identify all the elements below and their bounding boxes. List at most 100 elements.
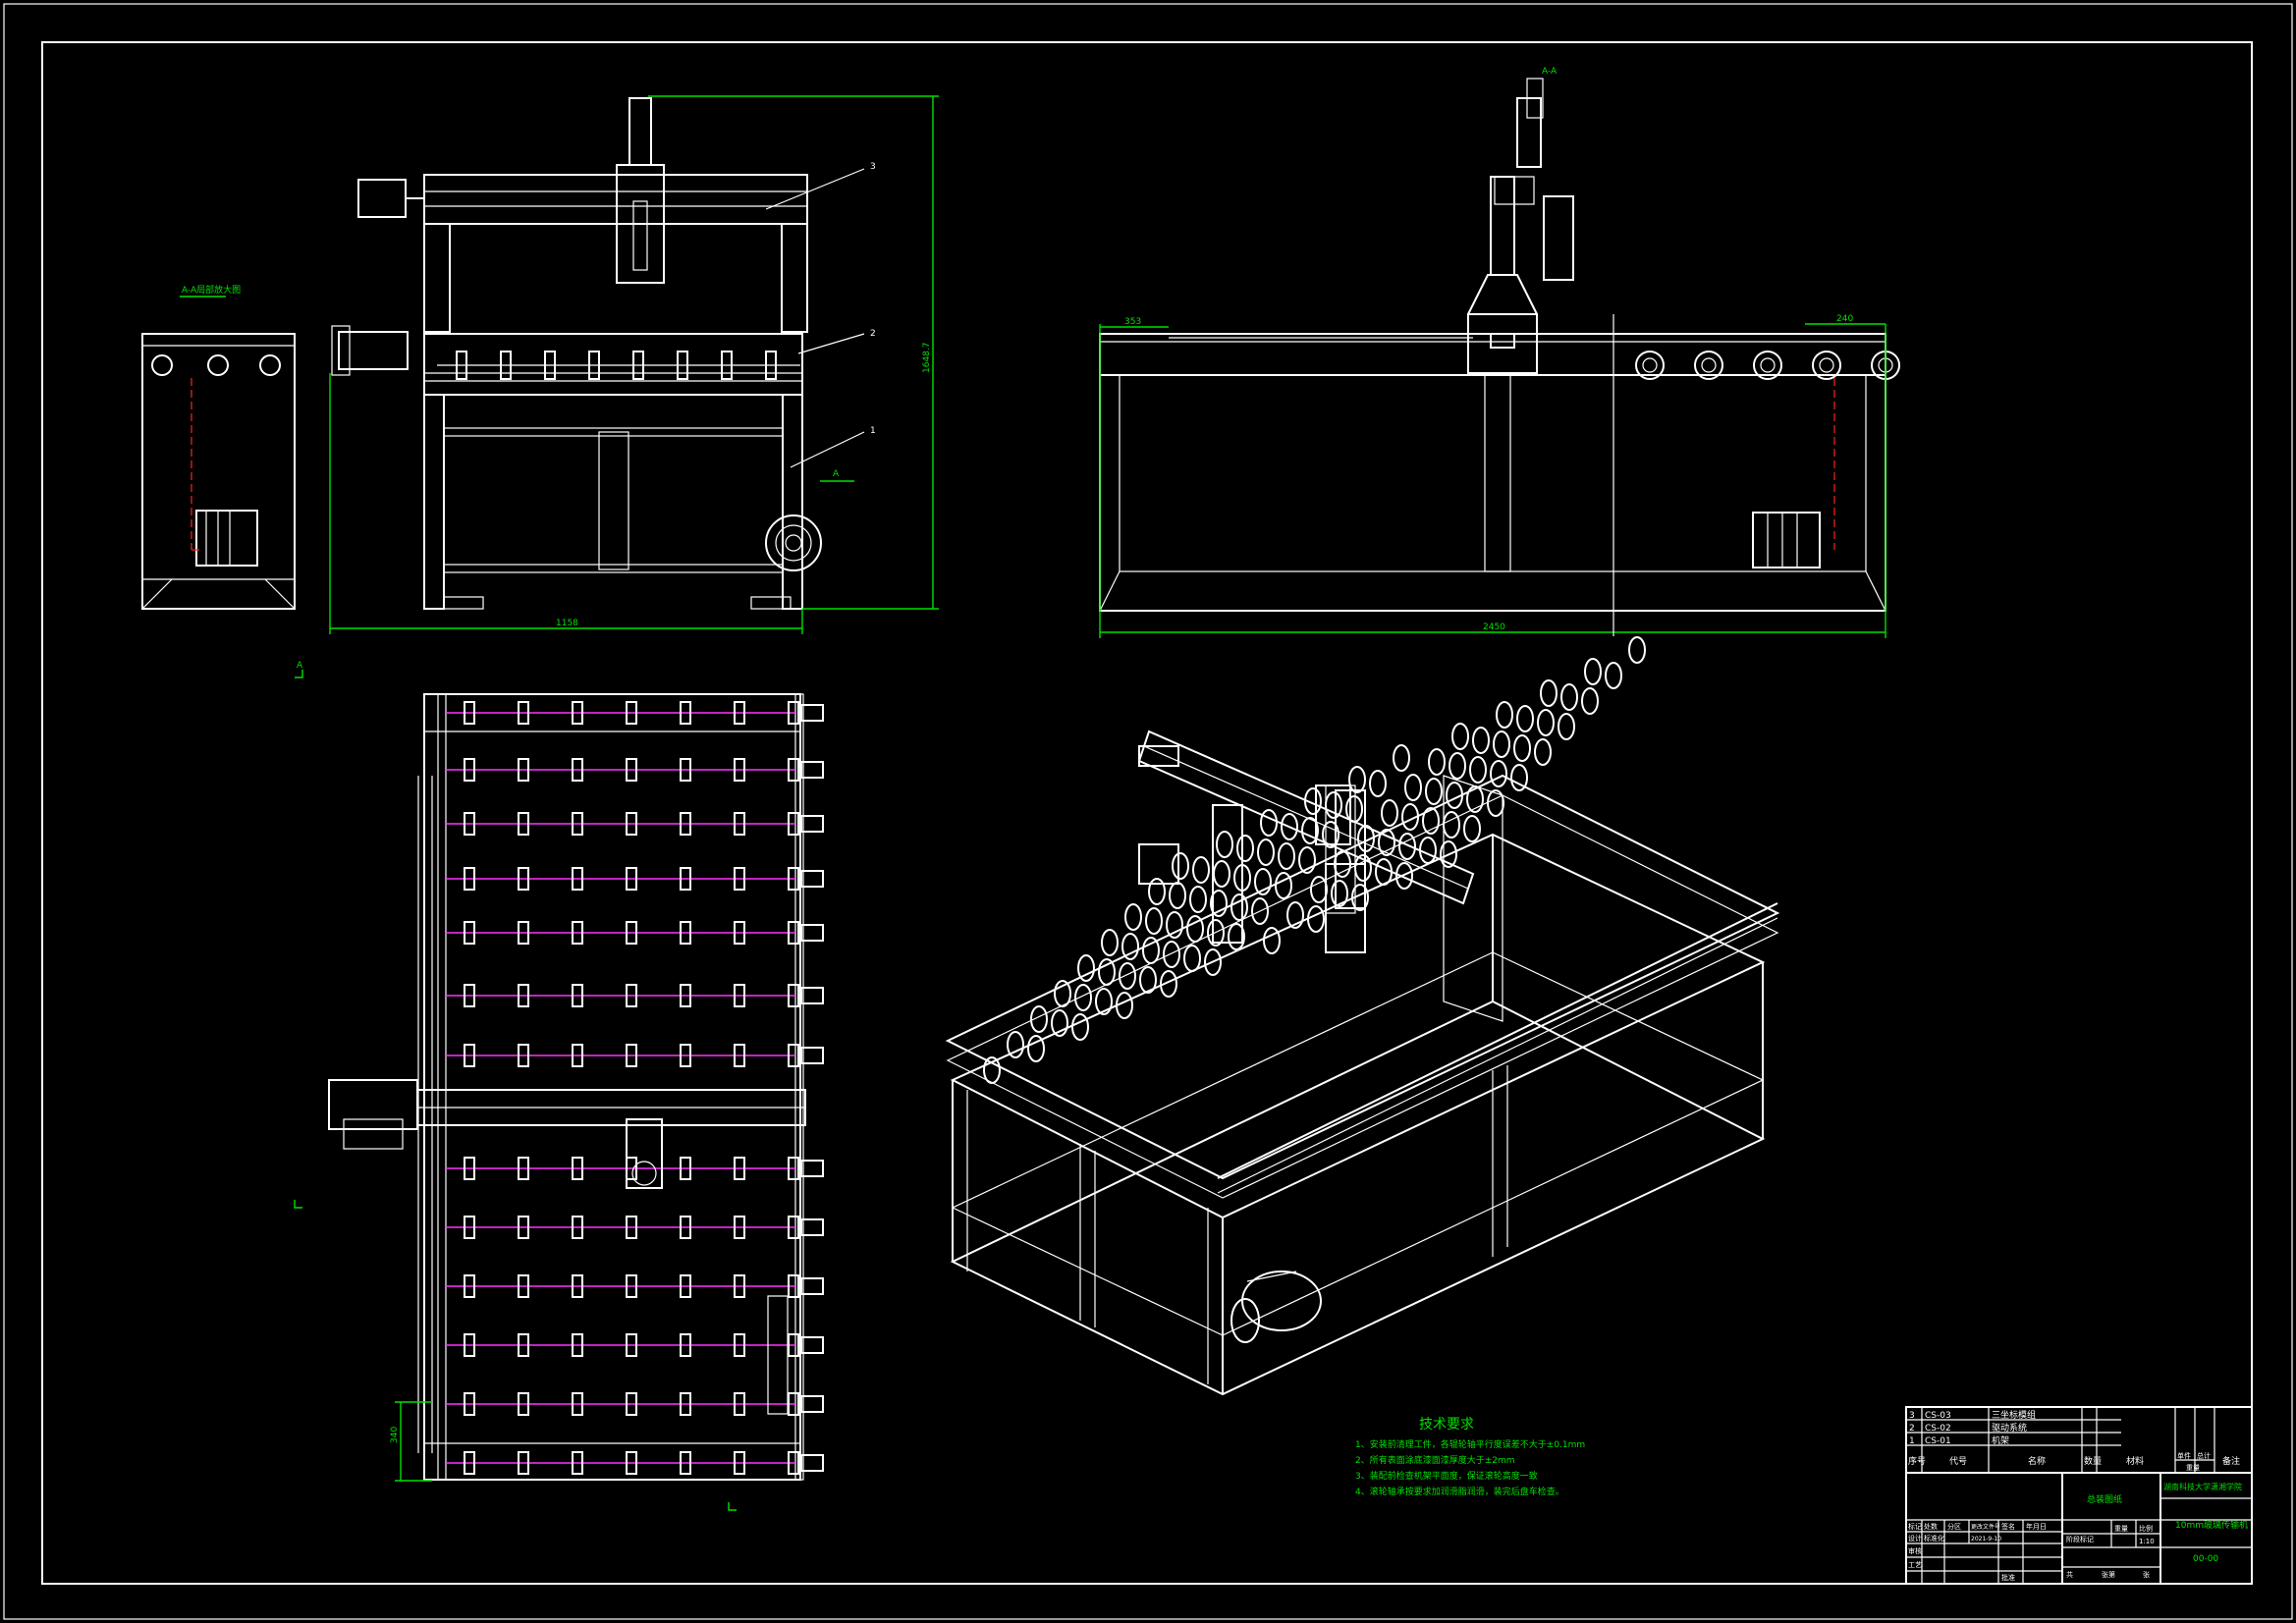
iso-roller (1172, 852, 1189, 880)
iso-roller (1051, 1009, 1068, 1037)
iso-roller (1357, 825, 1375, 852)
top-roller (626, 1274, 637, 1298)
bom-header-code: 代号 (1949, 1456, 1967, 1467)
iso-roller (1496, 701, 1513, 729)
top-roller (518, 1392, 529, 1416)
iso-roller (1345, 795, 1363, 823)
iso-roller (1510, 764, 1528, 791)
top-roller (572, 758, 583, 782)
iso-roller (1558, 713, 1575, 740)
iso-roller (1325, 791, 1342, 819)
side-roller-hub (1819, 357, 1834, 373)
top-roller (734, 921, 745, 945)
iso-roller (1183, 945, 1201, 972)
top-roller (626, 1044, 637, 1067)
iso-roller (1516, 705, 1534, 732)
iso-roller (1304, 787, 1322, 815)
iso-roller (1446, 782, 1463, 809)
iso-roller (1584, 658, 1602, 685)
bom-header-total-weight: 总计 (2197, 1451, 2211, 1460)
iso-roller (1307, 905, 1325, 933)
iso-roller (1054, 980, 1071, 1007)
top-roller (734, 1333, 745, 1357)
iso-roller (1189, 886, 1207, 913)
top-roller (572, 867, 583, 891)
iso-roller (1124, 903, 1142, 931)
iso-roller (1260, 809, 1278, 837)
bom-code-3: CS-03 (1925, 1411, 1951, 1421)
top-roller (626, 1451, 637, 1475)
top-roller (464, 1392, 475, 1416)
title-school: 湖南科技大学潇湘学院 (2163, 1482, 2242, 1491)
iso-roller (1228, 923, 1245, 950)
iso-roller (1139, 966, 1157, 994)
title-approve-label: 批准 (2001, 1573, 2015, 1582)
iso-roller (1490, 760, 1507, 787)
bom-header-weight: 重量 (2186, 1464, 2200, 1472)
top-roller-bearing (800, 1454, 824, 1472)
top-roller (626, 921, 637, 945)
title-standard-label: 标准化 (1924, 1534, 1944, 1542)
title-sheet-num: 张第 (2102, 1570, 2115, 1579)
top-roller (680, 984, 691, 1007)
bom-header-qty: 数量 (2084, 1455, 2102, 1467)
iso-roller (1301, 817, 1319, 844)
iso-roller (1375, 858, 1393, 886)
top-roller-bearing (800, 815, 824, 833)
title-weight-label: 重量 (2114, 1525, 2128, 1533)
front-roller (544, 351, 556, 380)
iso-roller (1322, 821, 1339, 848)
top-dim-left: 340 (390, 1427, 400, 1443)
top-roller (788, 758, 799, 782)
top-roller (626, 758, 637, 782)
iso-roller (1401, 803, 1419, 831)
title-scale-value: 1:10 (2139, 1538, 2155, 1545)
top-roller (572, 1333, 583, 1357)
iso-roller (1074, 984, 1092, 1011)
title-zone-label: 分区 (1947, 1522, 1961, 1531)
top-roller (518, 921, 529, 945)
top-roller (680, 1157, 691, 1180)
title-date-label: 年月日 (2026, 1522, 2047, 1531)
title-drawing-name: 10mm玻璃传输机 (2175, 1519, 2248, 1531)
top-roller (572, 1044, 583, 1067)
top-roller (464, 984, 475, 1007)
top-roller (788, 701, 799, 725)
top-roller (680, 1333, 691, 1357)
top-roller (626, 867, 637, 891)
top-roller (626, 1392, 637, 1416)
iso-roller (1393, 744, 1410, 772)
title-designer-date: 2021-9-10 (1971, 1536, 2001, 1542)
top-roller-bearing (800, 1218, 824, 1236)
iso-roller (1210, 890, 1228, 917)
iso-roller (1257, 839, 1275, 866)
title-material-cell: 总装图纸 (2087, 1493, 2122, 1505)
bom-header-no: 序号 (1908, 1455, 1926, 1467)
top-roller-grid (446, 701, 824, 1475)
iso-roller (1192, 856, 1210, 884)
front-width-dim: 1158 (556, 619, 578, 628)
bom-code-2: CS-02 (1925, 1424, 1951, 1434)
top-roller (680, 1451, 691, 1475)
inner-frame (41, 41, 2253, 1585)
iso-roller (1395, 862, 1413, 890)
top-roller (680, 758, 691, 782)
iso-roller (1581, 687, 1599, 715)
top-roller (626, 1216, 637, 1239)
iso-roller (1263, 927, 1281, 954)
iso-roller (1628, 636, 1646, 664)
top-roller (464, 758, 475, 782)
iso-roller (1142, 937, 1160, 964)
iso-roller (1534, 738, 1552, 766)
iso-roller (1348, 766, 1366, 793)
top-roller (680, 1044, 691, 1067)
front-roller (721, 351, 733, 380)
bom-name-1: 机架 (1992, 1434, 2009, 1446)
top-roller (626, 701, 637, 725)
top-roller (734, 701, 745, 725)
top-roller (572, 812, 583, 836)
top-roller (464, 1274, 475, 1298)
title-sheet-unit: 张 (2143, 1570, 2150, 1579)
top-view: A 340 (294, 661, 824, 1511)
top-roller (626, 1333, 637, 1357)
